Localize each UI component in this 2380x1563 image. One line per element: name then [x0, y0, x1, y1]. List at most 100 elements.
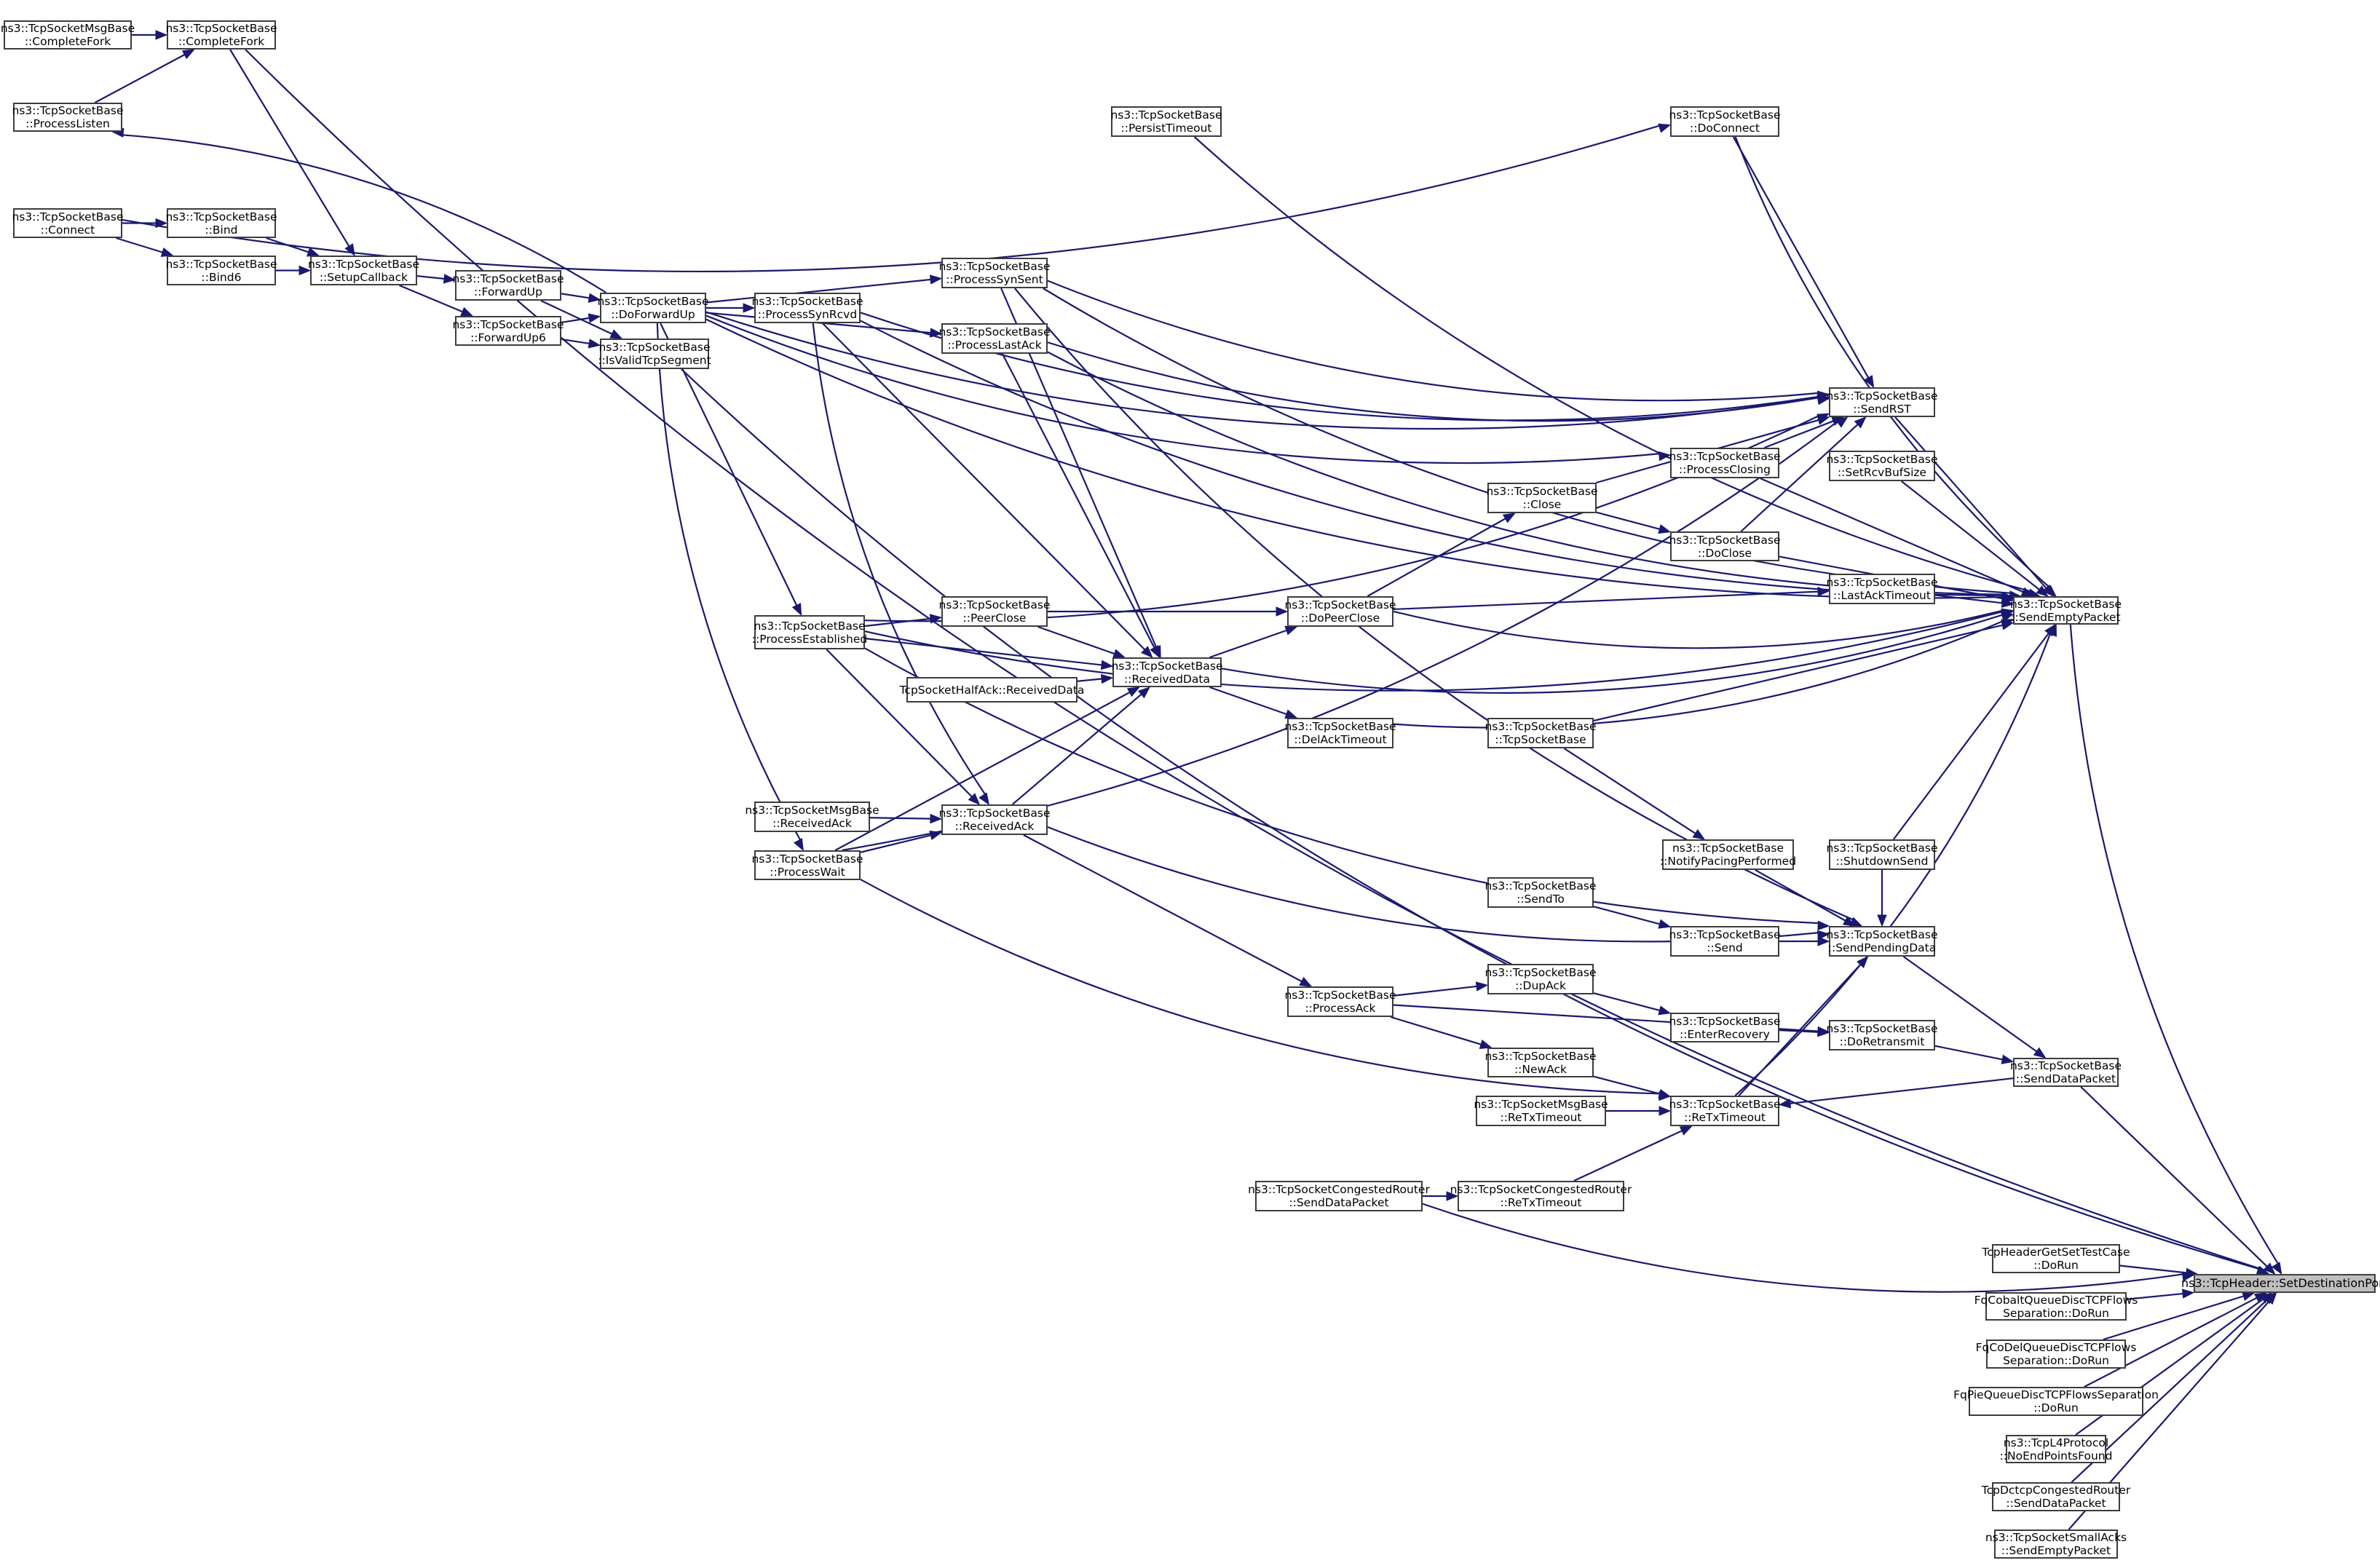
node-fq-pie[interactable]: FqPieQueueDiscTCPFlowsSeparation::DoRun [1953, 1387, 2159, 1416]
node-label-line1: ns3::TcpSocketBase [1826, 928, 1938, 941]
edge-complete-fork-to-set-destination-port [245, 49, 2261, 1270]
node-notify-pacing-performed[interactable]: ns3::TcpSocketBase::NotifyPacingPerforme… [1660, 839, 1796, 870]
node-peer-close[interactable]: ns3::TcpSocketBase::PeerClose [938, 596, 1051, 627]
edge-persist-timeout-to-send-empty-packet [1193, 136, 2031, 593]
node-label-line1: ns3::TcpSocketBase [1826, 842, 1938, 855]
node-label-line2: ::ProcessWait [770, 865, 845, 879]
node-forward-up[interactable]: ns3::TcpSocketBase::ForwardUp [452, 270, 564, 301]
node-process-syn-rcvd[interactable]: ns3::TcpSocketBase::ProcessSynRcvd [751, 293, 863, 323]
edge-notify-pacing-performed-to-send-pending-data [1755, 869, 1847, 922]
node-close[interactable]: ns3::TcpSocketBase::Close [1486, 483, 1598, 513]
arrowhead-icon [1658, 919, 1672, 929]
edge-process-established-to-send-pending-data [864, 647, 1819, 925]
node-cong-send-data-packet[interactable]: ns3::TcpSocketCongestedRouter::SendDataP… [1248, 1181, 1430, 1211]
node-forward-up6[interactable]: ns3::TcpSocketBase::ForwardUp6 [452, 316, 564, 346]
node-enter-recovery[interactable]: ns3::TcpSocketBase::EnterRecovery [1669, 1013, 1781, 1042]
node-label-line2: ::ReceivedData [1124, 672, 1210, 686]
node-label-line1: TcpHeaderGetSetTestCase [1982, 1246, 2130, 1259]
node-do-connect[interactable]: ns3::TcpSocketBase::DoConnect [1669, 106, 1781, 137]
node-label-line2: ::SendDataPacket [2006, 1497, 2106, 1510]
node-do-retransmit[interactable]: ns3::TcpSocketBase::DoRetransmit [1826, 1020, 1938, 1050]
node-label-line1: ns3::TcpSocketBase [751, 852, 863, 866]
node-label-line2: ::SendRST [1853, 402, 1911, 416]
node-send-rst[interactable]: ns3::TcpSocketBase::SendRST [1826, 387, 1938, 417]
arrowhead-icon [1658, 123, 1672, 133]
node-label-line1: ns3::TcpSocketBase [1669, 108, 1781, 122]
edge-process-ack-to-dup-ack [1393, 985, 1478, 997]
node-label-line1: ns3::TcpSocketBase [307, 257, 420, 271]
node-label-line1: FqCoDelQueueDiscTCPFlows [1975, 1341, 2137, 1354]
node-label-line1: ns3::TcpSocketBase [938, 598, 1051, 612]
node-label-line2: ::CompleteFork [178, 35, 265, 48]
node-process-wait[interactable]: ns3::TcpSocketBase::ProcessWait [751, 850, 863, 880]
node-cong-re-tx-timeout[interactable]: ns3::TcpSocketCongestedRouter::ReTxTimeo… [1450, 1181, 1632, 1211]
node-do-peer-close[interactable]: ns3::TcpSocketBase::DoPeerClose [1284, 596, 1396, 627]
node-label-line1: ns3::TcpSocketBase [12, 104, 124, 117]
node-process-established[interactable]: ns3::TcpSocketBase::ProcessEstablished [752, 615, 867, 649]
node-label-line2: Separation::DoRun [2003, 1354, 2109, 1367]
node-shutdown-send[interactable]: ns3::TcpSocketBase::ShutdownSend [1826, 839, 1938, 870]
edge-send-pending-data-to-send-data-packet [1902, 956, 2038, 1053]
node-complete-fork[interactable]: ns3::TcpSocketBase::CompleteFork [165, 20, 277, 50]
node-half-ack-received-data[interactable]: TcpSocketHalfAck::ReceivedData [900, 677, 1084, 703]
node-process-ack[interactable]: ns3::TcpSocketBase::ProcessAck [1284, 986, 1396, 1017]
node-label-line1: ns3::TcpSocketBase [452, 272, 564, 285]
node-complete-fork-msg[interactable]: ns3::TcpSocketMsgBase::CompleteFork [1, 20, 135, 50]
node-re-tx-timeout[interactable]: ns3::TcpSocketBase::ReTxTimeout [1669, 1096, 1781, 1126]
node-send-empty-packet[interactable]: ns3::TcpSocketBase::SendEmptyPacket [2010, 596, 2122, 625]
edge-do-forward-up-to-process-closing [705, 314, 1661, 464]
edge-dup-ack-to-enter-recovery [1593, 992, 1661, 1012]
node-label-line2: ::Send [1707, 941, 1743, 954]
node-new-ack[interactable]: ns3::TcpSocketBase::NewAck [1484, 1048, 1597, 1077]
node-tcp-socket-base-ctor[interactable]: ns3::TcpSocketBase::TcpSocketBase [1484, 718, 1597, 748]
edge-connect-to-do-connect [122, 124, 1661, 272]
arrowhead-icon [299, 265, 312, 276]
node-label-line2: ::Close [1522, 498, 1562, 511]
node-small-acks-send-empty-packet[interactable]: ns3::TcpSocketSmallAcks::SendEmptyPacket [1985, 1530, 2127, 1559]
node-re-tx-timeout-msg[interactable]: ns3::TcpSocketMsgBase::ReTxTimeout [1474, 1096, 1608, 1126]
node-del-ack-timeout[interactable]: ns3::TcpSocketBase::DelAckTimeout [1284, 718, 1396, 748]
node-set-destination-port[interactable]: ns3::TcpHeader::SetDestinationPort [2181, 1274, 2380, 1293]
node-send-pending-data[interactable]: ns3::TcpSocketBase::SendPendingData [1826, 926, 1938, 957]
node-received-ack[interactable]: ns3::TcpSocketBase::ReceivedAck [938, 804, 1051, 835]
node-send-to[interactable]: ns3::TcpSocketBase::SendTo [1484, 877, 1597, 908]
node-label-line1: ns3::TcpSocketBase [12, 210, 124, 223]
node-dup-ack[interactable]: ns3::TcpSocketBase::DupAck [1484, 964, 1597, 994]
node-tcp-dctcp-send-data-packet[interactable]: TcpDctcpCongestedRouter::SendDataPacket [1982, 1482, 2130, 1511]
node-connect[interactable]: ns3::TcpSocketBase::Connect [12, 208, 124, 238]
node-label-line2: ::ProcessAck [1305, 1002, 1376, 1015]
node-label-line1: ns3::TcpSocketBase [1484, 1049, 1597, 1063]
node-last-ack-timeout[interactable]: ns3::TcpSocketBase::LastAckTimeout [1826, 574, 1938, 604]
edge-forward-up6-to-do-forward-up [561, 317, 590, 324]
node-do-close[interactable]: ns3::TcpSocketBase::DoClose [1669, 531, 1781, 561]
arrowhead-icon [2033, 1047, 2047, 1059]
node-received-data[interactable]: ns3::TcpSocketBase::ReceivedData [1111, 657, 1223, 687]
node-process-listen[interactable]: ns3::TcpSocketBase::ProcessListen [12, 103, 124, 132]
node-process-closing[interactable]: ns3::TcpSocketBase::ProcessClosing [1669, 448, 1781, 478]
node-set-rcv-buf-size[interactable]: ns3::TcpSocketBase::SetRcvBufSize [1826, 451, 1938, 481]
node-send[interactable]: ns3::TcpSocketBase::Send [1669, 926, 1781, 957]
node-label-line1: ns3::TcpSocketBase [751, 295, 863, 308]
node-tcp-l4-no-end-points[interactable]: ns3::TcpL4Protocol::NoEndPointsFound [2000, 1435, 2112, 1463]
node-process-last-ack[interactable]: ns3::TcpSocketBase::ProcessLastAck [938, 323, 1051, 354]
node-do-forward-up[interactable]: ns3::TcpSocketBase::DoForwardUp [597, 293, 709, 323]
node-setup-callback[interactable]: ns3::TcpSocketBase::SetupCallback [307, 256, 420, 285]
edge-send-data-packet-to-set-destination-port [2080, 1086, 2269, 1268]
node-bind6[interactable]: ns3::TcpSocketBase::Bind6 [165, 256, 277, 285]
node-is-valid-tcp-segment[interactable]: ns3::TcpSocketBase::IsValidTcpSegment [598, 339, 711, 369]
node-persist-timeout[interactable]: ns3::TcpSocketBase::PersistTimeout [1110, 106, 1222, 137]
node-tcp-header-get-set-test-case[interactable]: TcpHeaderGetSetTestCase::DoRun [1982, 1244, 2130, 1273]
node-process-syn-sent[interactable]: ns3::TcpSocketBase::ProcessSynSent [938, 258, 1051, 288]
arrowhead-icon [2036, 585, 2049, 597]
node-bind[interactable]: ns3::TcpSocketBase::Bind [165, 208, 277, 238]
node-label-line2: ::DoRun [2033, 1401, 2079, 1414]
edge-shutdown-send-to-send-empty-packet [1892, 632, 2050, 840]
edge-do-retransmit-to-send-data-packet [1934, 1045, 2004, 1061]
node-label-line2: ::SendDataPacket [1289, 1196, 1389, 1209]
node-received-ack-msg[interactable]: ns3::TcpSocketMsgBase::ReceivedAck [745, 802, 879, 832]
node-send-data-packet[interactable]: ns3::TcpSocketBase::SendDataPacket [2010, 1058, 2122, 1087]
edge-received-data-to-do-peer-close [1209, 629, 1288, 659]
node-label-line1: ns3::TcpSocketBase [1669, 928, 1781, 941]
